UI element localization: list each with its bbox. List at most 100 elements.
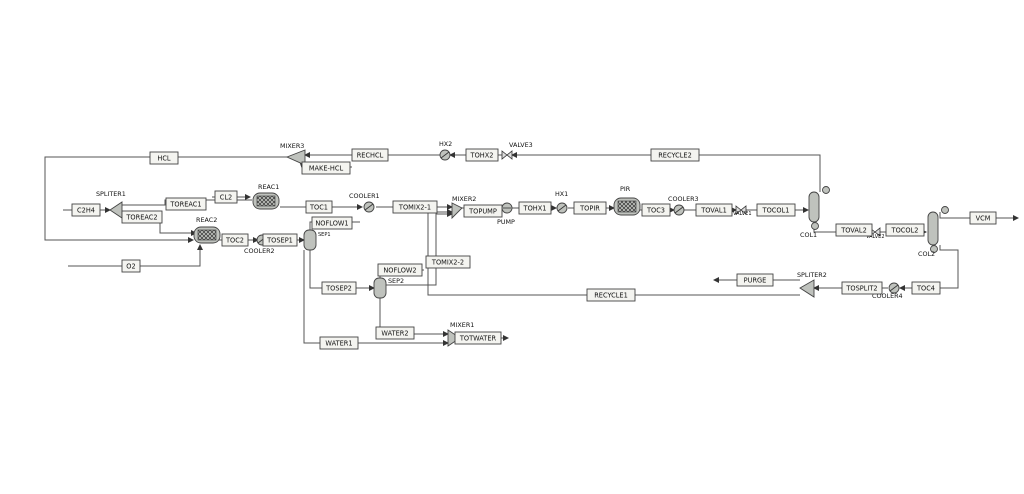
valve1-label: VALVE1: [733, 211, 752, 217]
hx2-unit[interactable]: HX2: [439, 140, 452, 161]
stream-recycle1[interactable]: RECYCLE1: [586, 288, 636, 302]
mixer3-unit[interactable]: MIXER3: [280, 142, 306, 166]
stream-recycle2[interactable]: RECYCLE2: [650, 148, 700, 162]
stream-noflow1-label: NOFLOW1: [315, 220, 348, 228]
cooler4-unit[interactable]: COOLER4: [872, 282, 903, 300]
cooler1-label: COOLER1: [349, 192, 380, 200]
stream-tocol1-label: TOCOL1: [762, 207, 790, 215]
stream-tosep2-label: TOSEP2: [325, 285, 352, 293]
stream-o2[interactable]: O2: [121, 259, 141, 273]
valve3-unit[interactable]: VALVE3: [501, 141, 533, 160]
spliter2-label: SPLITER2: [797, 271, 827, 279]
stream-toc4-label: TOC4: [916, 285, 935, 293]
stream-tomix2-1-label: TOMIX2-1: [398, 204, 431, 212]
stream-toc1[interactable]: TOC1: [305, 200, 333, 214]
stream-tohx2[interactable]: TOHX2: [465, 148, 499, 162]
spliter1-unit[interactable]: SPLITER1: [96, 190, 126, 219]
stream-toc2[interactable]: TOC2: [221, 233, 249, 247]
stream-toreac1[interactable]: TOREAC1: [165, 197, 207, 211]
stream-vcm-label: VCM: [976, 215, 991, 223]
hx1-unit[interactable]: HX1: [555, 190, 568, 214]
stream-totwater[interactable]: TOTWATER: [454, 331, 502, 345]
stream-noflow2[interactable]: NOFLOW2: [377, 263, 423, 277]
stream-hcl-label: HCL: [157, 155, 171, 163]
stream-tosep2[interactable]: TOSEP2: [321, 281, 357, 295]
stream-tosep1[interactable]: TOSEP1: [262, 233, 298, 247]
pir-unit[interactable]: PIR: [613, 185, 641, 216]
cooler3-unit[interactable]: COOLER3: [668, 195, 699, 216]
stream-purge-label: PURGE: [744, 277, 767, 285]
stream-toc1-label: TOC1: [309, 204, 328, 212]
stream-tocol2[interactable]: TOCOL2: [885, 223, 925, 237]
stream-cl2-label: CL2: [220, 194, 232, 202]
stream-tocol1[interactable]: TOCOL1: [756, 203, 796, 217]
stream-tohx2-label: TOHX2: [470, 152, 494, 160]
sep2-unit[interactable]: SEP2: [373, 277, 404, 299]
spliter2-unit[interactable]: SPLITER2: [797, 271, 827, 298]
stream-water2[interactable]: WATER2: [375, 326, 415, 340]
cooler2-label: COOLER2: [244, 247, 275, 255]
stream-tosplit2-label: TOSPLIT2: [845, 285, 877, 293]
sep1-unit[interactable]: SEP1: [303, 229, 331, 251]
col1-unit[interactable]: COL1: [800, 186, 830, 240]
mixer1-unit[interactable]: MIXER1: [447, 321, 474, 347]
stream-toval2-label: TOVAL2: [840, 227, 867, 235]
stream-toc3[interactable]: TOC3: [641, 203, 671, 217]
cooler4-label: COOLER4: [872, 292, 903, 300]
reac2-unit[interactable]: REAC2: [193, 216, 221, 244]
sep2-label: SEP2: [388, 277, 404, 285]
stream-toreac1-label: TOREAC1: [169, 201, 201, 209]
stream-hcl[interactable]: HCL: [149, 151, 179, 165]
stream-tomix2-2[interactable]: TOMIX2-2: [425, 255, 471, 269]
stream-tomix2-1[interactable]: TOMIX2-1: [392, 200, 438, 214]
mixer2-label: MIXER2: [452, 195, 476, 203]
reac1-unit[interactable]: REAC1: [252, 183, 280, 210]
cooler3-label: COOLER3: [668, 195, 699, 203]
stream-c2h4[interactable]: C2H4: [71, 203, 101, 217]
stream-vcm[interactable]: VCM: [969, 211, 997, 225]
stream-make-hcl-label: MAKE-HCL: [309, 165, 344, 173]
mixer2-unit[interactable]: MIXER2: [451, 195, 476, 220]
stream-toc3-label: TOC3: [646, 207, 665, 215]
stream-make-hcl[interactable]: MAKE-HCL: [301, 161, 351, 175]
pir-label: PIR: [620, 185, 631, 193]
stream-water1[interactable]: WATER1: [319, 336, 359, 350]
stream-topir[interactable]: TOPIR: [573, 201, 607, 215]
stream-tomix2-2-label: TOMIX2-2: [431, 259, 464, 267]
valve1-unit[interactable]: VALVE1: [733, 205, 752, 217]
stream-topump[interactable]: TOPUMP: [463, 204, 503, 218]
mixer1-label: MIXER1: [450, 321, 474, 329]
stream-tocol2-label: TOCOL2: [891, 227, 919, 235]
spliter1-label: SPLITER1: [96, 190, 126, 198]
valve2-label: VALVE2: [866, 234, 885, 240]
stream-rechcl[interactable]: RECHCL: [351, 148, 389, 162]
valve3-label: VALVE3: [509, 141, 533, 149]
stream-cl2[interactable]: CL2: [214, 190, 238, 204]
stream-rechcl-label: RECHCL: [357, 152, 384, 160]
stream-water1-label: WATER1: [325, 340, 352, 348]
col1-label: COL1: [800, 231, 817, 239]
stream-purge[interactable]: PURGE: [736, 273, 774, 287]
stream-toreac2-label: TOREAC2: [125, 214, 157, 222]
stream-tosplit2[interactable]: TOSPLIT2: [841, 281, 883, 295]
hx1-label: HX1: [555, 190, 568, 198]
reac1-label: REAC1: [258, 183, 279, 191]
stream-toc4[interactable]: TOC4: [911, 281, 941, 295]
stream-toval1[interactable]: TOVAL1: [695, 203, 733, 217]
stream-toval1-label: TOVAL1: [700, 207, 727, 215]
stream-tohx1[interactable]: TOHX1: [518, 201, 552, 215]
stream-lines: [44, 152, 1019, 346]
mixer3-label: MIXER3: [280, 142, 304, 150]
stream-noflow2-label: NOFLOW2: [383, 267, 416, 275]
stream-toval2[interactable]: TOVAL2: [835, 223, 873, 237]
stream-toc2-label: TOC2: [225, 237, 244, 245]
col2-unit[interactable]: COL2: [918, 206, 949, 259]
stream-tosep1-label: TOSEP1: [266, 237, 293, 245]
stream-topump-label: TOPUMP: [468, 208, 497, 216]
cooler1-unit[interactable]: COOLER1: [349, 192, 380, 213]
stream-c2h4-label: C2H4: [77, 207, 95, 215]
stream-toreac2[interactable]: TOREAC2: [121, 210, 163, 224]
stream-noflow1[interactable]: NOFLOW1: [311, 216, 353, 230]
stream-recycle1-label: RECYCLE1: [594, 292, 628, 300]
